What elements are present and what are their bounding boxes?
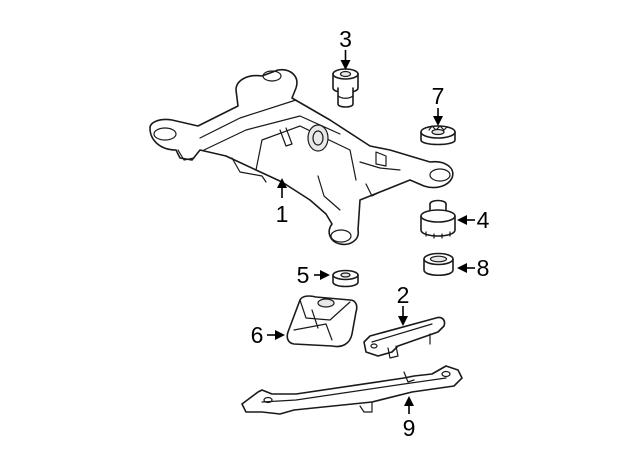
leader-5 — [314, 270, 330, 280]
callout-7: 7 — [432, 83, 445, 109]
callout-5: 5 — [297, 262, 310, 288]
bushing-part-3[interactable] — [332, 68, 359, 108]
leader-7 — [433, 108, 443, 126]
mount-bushing-part-4[interactable] — [420, 199, 456, 239]
leader-3 — [340, 50, 351, 70]
cushion-part-5[interactable] — [332, 269, 359, 288]
callout-1: 1 — [276, 201, 289, 227]
callout-8: 8 — [477, 255, 490, 281]
stopper-part-8[interactable] — [423, 252, 454, 277]
brace-part-9[interactable] — [241, 365, 463, 415]
leader-6 — [267, 330, 285, 340]
leader-1 — [277, 178, 287, 198]
leader-8 — [457, 263, 475, 273]
leader-2 — [398, 306, 408, 326]
callout-3: 3 — [339, 26, 352, 52]
support-bracket-part-2[interactable] — [363, 316, 446, 359]
callout-4: 4 — [477, 207, 490, 233]
callout-2: 2 — [397, 282, 410, 308]
callout-9: 9 — [403, 415, 416, 441]
washer-part-7[interactable] — [420, 125, 456, 146]
callout-6: 6 — [251, 322, 264, 348]
subframe-part-1[interactable] — [149, 68, 454, 246]
bracket-part-6[interactable] — [286, 295, 358, 348]
leader-9 — [404, 396, 414, 414]
leader-4 — [457, 215, 475, 225]
